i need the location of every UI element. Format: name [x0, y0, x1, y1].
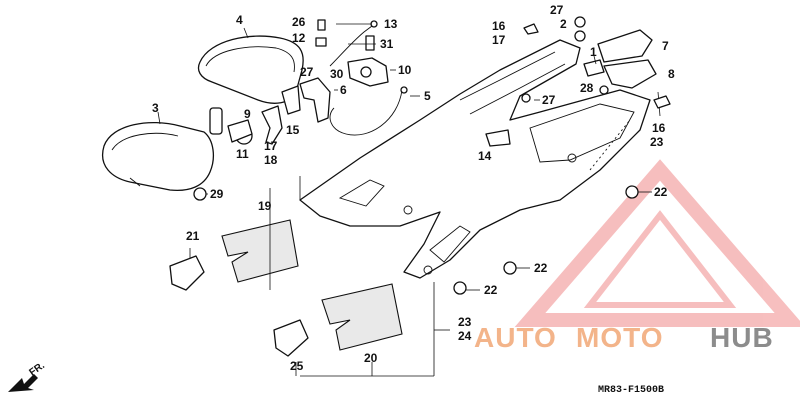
pad-part-19 [221, 219, 299, 283]
callout-3: 3 [152, 101, 159, 115]
callout-11: 11 [236, 147, 249, 161]
callout-6: 6 [340, 83, 347, 97]
callout-7: 7 [662, 39, 669, 53]
callout-28: 28 [580, 81, 594, 95]
callout-21: 21 [186, 229, 200, 243]
watermark-moto: MOTO [576, 322, 663, 353]
callout-17a: 17 [492, 33, 506, 47]
bracket-part-9 [261, 105, 283, 145]
nut-part-27 [521, 16, 609, 103]
bracket-part-1 [583, 59, 605, 77]
callout-22a: 22 [654, 185, 668, 199]
tail-cover-part-7 [597, 29, 653, 63]
watermark-hub: HUB [710, 322, 774, 353]
callout-18: 18 [264, 153, 278, 167]
callout-20: 20 [364, 351, 378, 365]
bracket-part-6 [281, 77, 331, 123]
callout-1: 1 [590, 45, 597, 59]
callout-30: 30 [330, 67, 344, 81]
diagram-reference-code: MR83-F1500B [598, 385, 664, 396]
clip-part-14 [485, 129, 511, 147]
watermark-logo-triangle [514, 159, 800, 327]
seat-lock-part-11 [209, 107, 253, 145]
callout-27a: 27 [550, 3, 564, 17]
callout-22b: 22 [534, 261, 548, 275]
callout-8: 8 [668, 67, 675, 81]
pad-part-20 [321, 283, 403, 351]
callout-31: 31 [380, 37, 394, 51]
callout-14: 14 [478, 149, 492, 163]
callout-13: 13 [384, 17, 398, 31]
grommet-part-29 [193, 187, 207, 201]
callout-19: 19 [258, 199, 272, 213]
callout-29: 29 [210, 187, 224, 201]
callout-24: 24 [458, 329, 472, 343]
callout-4: 4 [236, 13, 243, 27]
callout-10: 10 [398, 63, 412, 77]
callout-23a: 23 [458, 315, 472, 329]
callout-15: 15 [286, 123, 300, 137]
callout-27c: 27 [542, 93, 556, 107]
callout-5: 5 [424, 89, 431, 103]
callout-16b: 16 [652, 121, 666, 135]
bolt-part-26 [315, 19, 327, 47]
note-marker [523, 23, 671, 109]
seat-cable-part-5 [329, 86, 408, 136]
callout-26: 26 [292, 15, 306, 29]
bracket-part-25 [273, 319, 309, 357]
seat-cowl-part-4 [197, 35, 304, 104]
callout-22c: 22 [484, 283, 498, 297]
watermark-text: AUTO MOTO HUB [474, 322, 774, 353]
callout-12: 12 [292, 31, 306, 45]
lock-assembly-part-10 [347, 35, 389, 87]
callout-labels: 1 2 3 4 5 6 7 8 9 10 11 12 13 14 15 16 1… [152, 3, 675, 373]
callout-9: 9 [244, 107, 251, 121]
callout-16a: 16 [492, 19, 506, 33]
direction-label: FR. [27, 360, 47, 378]
watermark-auto: AUTO [474, 322, 557, 353]
callout-2: 2 [560, 17, 567, 31]
bracket-part-21 [169, 255, 205, 291]
callout-27b: 27 [300, 65, 314, 79]
tail-cover-part-8 [603, 59, 657, 89]
screw-part-22 [453, 185, 639, 295]
callout-23b: 23 [650, 135, 664, 149]
seat-part-3 [102, 121, 215, 192]
rear-cowl-part-23 [299, 39, 651, 279]
leader-lines [157, 23, 661, 377]
front-direction-arrow: FR. [8, 360, 47, 392]
callout-17b: 17 [264, 139, 278, 153]
callout-25: 25 [290, 359, 304, 373]
